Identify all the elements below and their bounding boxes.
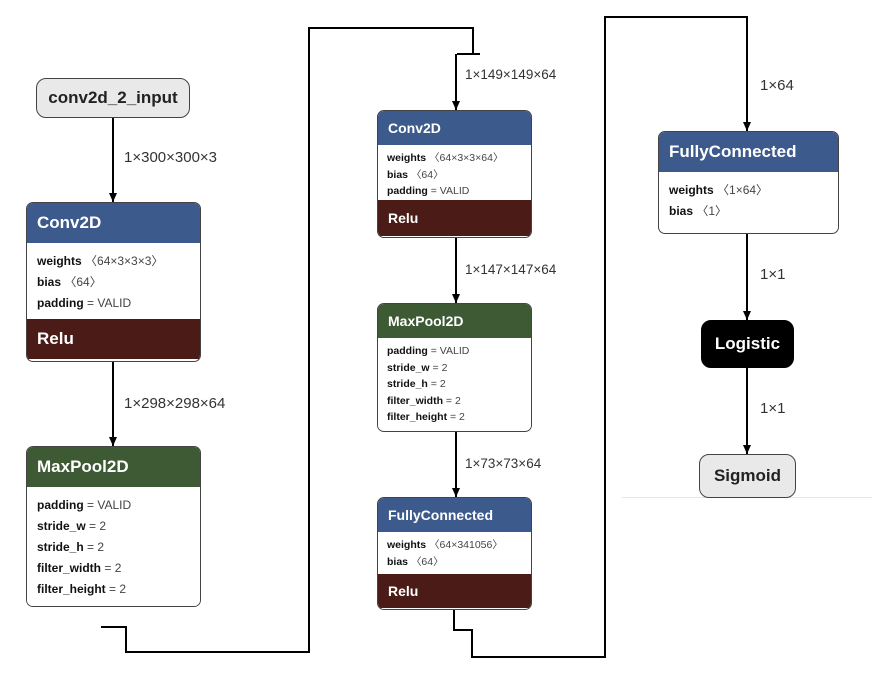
edge-label-logistic-shape: 1×1 bbox=[760, 400, 786, 417]
weights-attr: weights 〈64×341056〉 bbox=[387, 539, 503, 551]
weights-attr: weights 〈64×3×3×64〉 bbox=[387, 152, 504, 164]
padding-attr: padding = VALID bbox=[387, 345, 470, 357]
padding-attr: padding = VALID bbox=[387, 185, 470, 197]
bias-attr: bias 〈64〉 bbox=[387, 555, 444, 568]
padding-attr: padding = VALID bbox=[37, 498, 132, 512]
logistic-node-label: Logistic bbox=[714, 334, 781, 353]
weights-attr: weights 〈1×64〉 bbox=[669, 183, 769, 197]
edge-label-pool1-shape: 1×149×149×64 bbox=[465, 67, 557, 82]
fullyconnected-node-2-title: FullyConnected bbox=[659, 132, 838, 172]
bias-attr: bias 〈64〉 bbox=[387, 168, 444, 181]
edge-label-input-shape: 1×300×300×3 bbox=[124, 149, 218, 166]
stride-h-attr: stride_h = 2 bbox=[37, 540, 105, 554]
input-node-label: conv2d_2_input bbox=[48, 88, 178, 107]
fullyconnected-node-1-title: FullyConnected bbox=[378, 498, 531, 532]
edge-label-conv2-shape: 1×147×147×64 bbox=[465, 262, 557, 277]
bias-attr: bias 〈1〉 bbox=[669, 204, 728, 218]
stride-h-attr: stride_h = 2 bbox=[387, 378, 446, 390]
edge-label-pool2-shape: 1×73×73×64 bbox=[465, 456, 542, 471]
input-node[interactable]: conv2d_2_input bbox=[36, 78, 190, 118]
stride-w-attr: stride_w = 2 bbox=[387, 361, 448, 374]
relu-activation: Relu bbox=[378, 574, 531, 608]
logistic-node[interactable]: Logistic bbox=[701, 320, 794, 368]
fullyconnected-node-1[interactable]: FullyConnected weights 〈64×341056〉 bias … bbox=[377, 497, 532, 610]
sigmoid-node-label: Sigmoid bbox=[713, 466, 782, 485]
maxpool2d-node-1[interactable]: MaxPool2D padding = VALID stride_w = 2 s… bbox=[26, 446, 201, 607]
weights-attr: weights 〈64×3×3×3〉 bbox=[37, 254, 164, 268]
connector-col1-col2 bbox=[101, 27, 474, 653]
stride-w-attr: stride_w = 2 bbox=[37, 519, 107, 533]
conv2d-node-1[interactable]: Conv2D weights 〈64×3×3×3〉 bias 〈64〉 padd… bbox=[26, 202, 201, 362]
fullyconnected-node-2[interactable]: FullyConnected weights 〈1×64〉 bias 〈1〉 bbox=[658, 131, 839, 234]
conv2d-node-1-title: Conv2D bbox=[27, 203, 200, 243]
conv2d-node-2-title: Conv2D bbox=[378, 111, 531, 145]
maxpool2d-node-2[interactable]: MaxPool2D padding = VALID stride_w = 2 s… bbox=[377, 303, 532, 432]
filter-width-attr: filter_width = 2 bbox=[37, 561, 122, 575]
edge-label-fc2-shape: 1×1 bbox=[760, 266, 786, 283]
padding-attr: padding = VALID bbox=[37, 296, 132, 310]
filter-width-attr: filter_width = 2 bbox=[387, 394, 461, 407]
filter-height-attr: filter_height = 2 bbox=[37, 582, 127, 596]
sigmoid-node[interactable]: Sigmoid bbox=[699, 454, 796, 498]
maxpool2d-node-2-title: MaxPool2D bbox=[378, 304, 531, 338]
conv2d-node-2[interactable]: Conv2D weights 〈64×3×3×64〉 bias 〈64〉 pad… bbox=[377, 110, 532, 238]
filter-height-attr: filter_height = 2 bbox=[387, 411, 465, 423]
edge-label-conv1-shape: 1×298×298×64 bbox=[124, 395, 226, 412]
edge-label-fc1-shape: 1×64 bbox=[760, 77, 794, 94]
relu-activation: Relu bbox=[378, 200, 531, 236]
bias-attr: bias 〈64〉 bbox=[37, 275, 102, 289]
connector-col2-col3 bbox=[453, 16, 748, 658]
relu-activation: Relu bbox=[27, 319, 200, 359]
maxpool2d-node-1-title: MaxPool2D bbox=[27, 447, 200, 487]
